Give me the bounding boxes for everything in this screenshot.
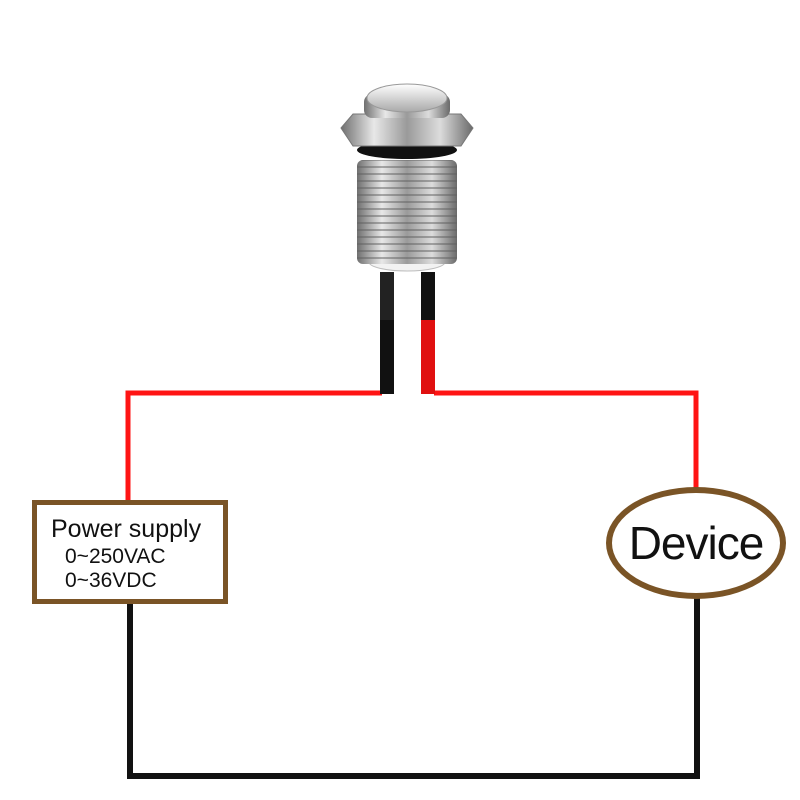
power-supply-dc-range: 0~36VDC [65, 569, 157, 592]
negative-wire [127, 598, 700, 779]
power-supply-box: Power supply 0~250VAC 0~36VDC [32, 500, 228, 604]
power-supply-ac-range: 0~250VAC [65, 545, 166, 568]
device-oval: Device [606, 487, 786, 599]
push-button-switch-icon [340, 83, 474, 272]
positive-wire-right [434, 390, 699, 490]
device-label: Device [628, 517, 765, 569]
positive-wire-left [125, 390, 382, 500]
power-supply-title: Power supply [51, 515, 202, 543]
